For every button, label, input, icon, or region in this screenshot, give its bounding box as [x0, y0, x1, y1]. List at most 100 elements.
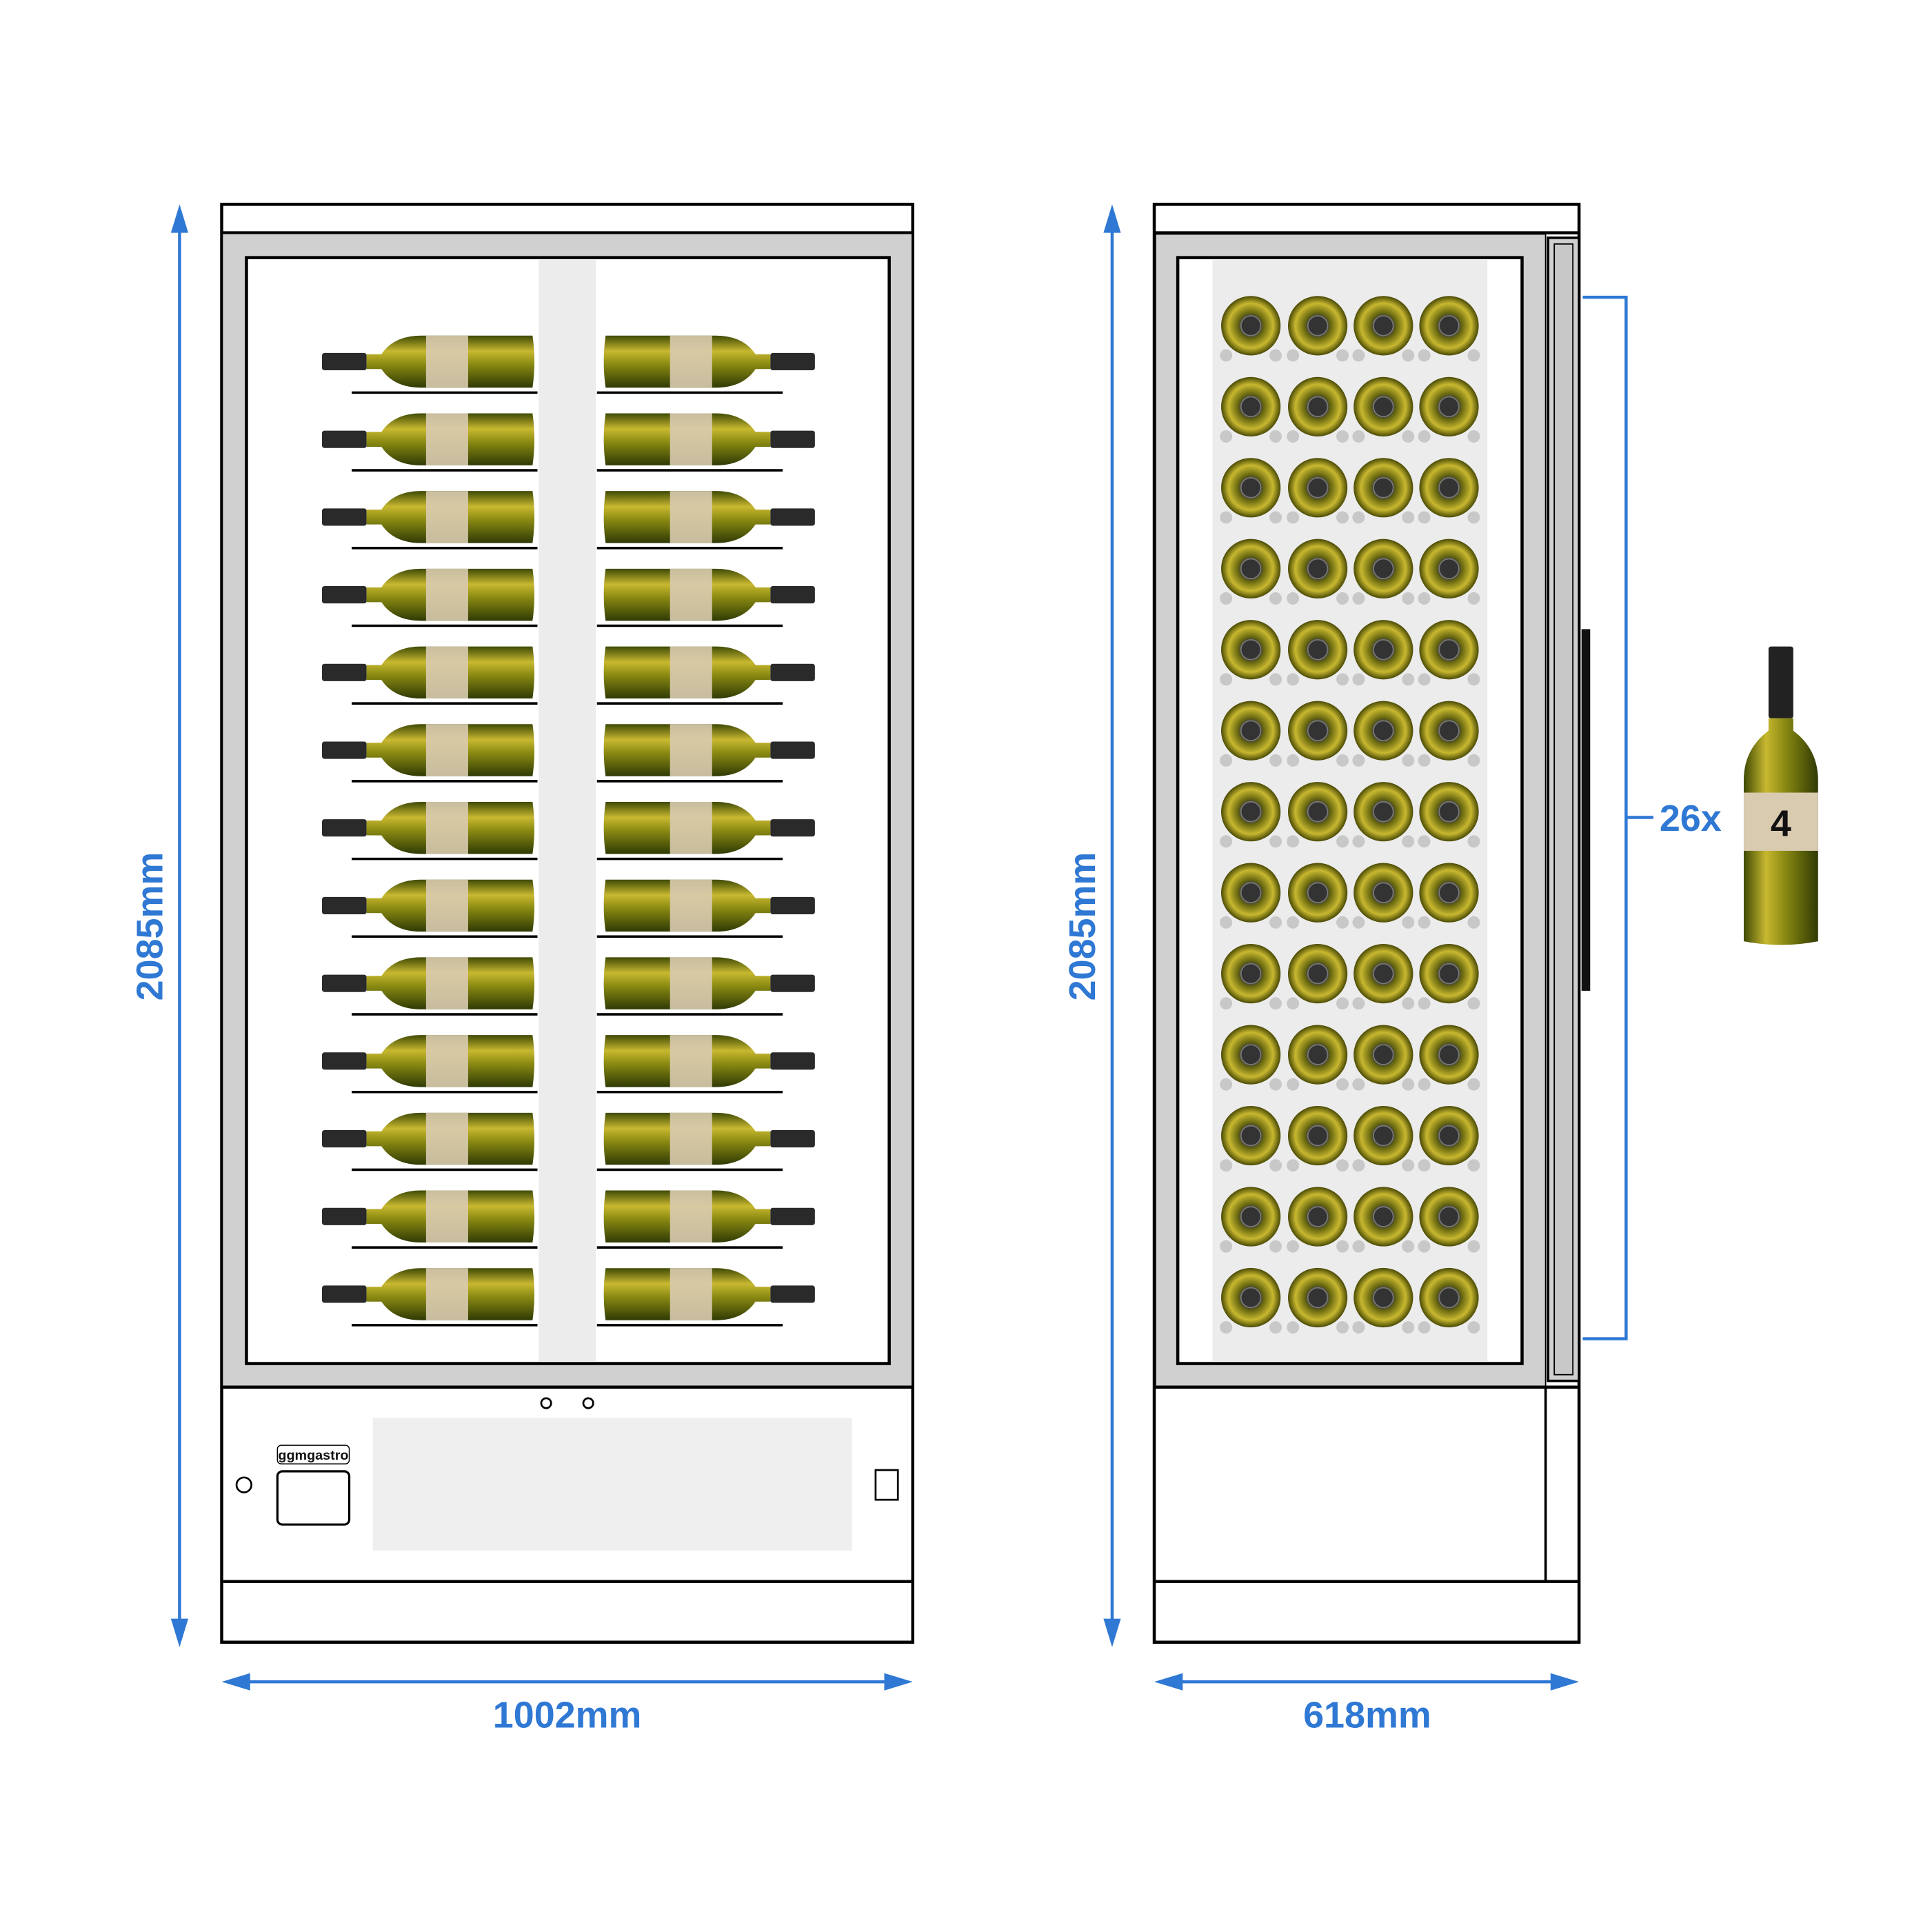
bottle-base	[1287, 1187, 1349, 1253]
bottle-base	[1418, 1105, 1480, 1172]
wine-bottle	[322, 724, 535, 776]
wine-bottle-icon: 4	[1743, 646, 1818, 945]
front-height-dimension: 2085mm	[129, 204, 189, 1647]
wine-bottle	[603, 335, 815, 388]
wine-bottle	[322, 1112, 535, 1165]
bottle-base	[1418, 863, 1480, 929]
bottle-base	[1287, 539, 1349, 605]
wine-bottle	[322, 957, 535, 1009]
bottle-base	[1352, 620, 1415, 686]
front-view: ggmgastro	[220, 203, 915, 1644]
bottle-base	[1287, 458, 1349, 524]
front-width-dimension: 1002mm	[221, 1673, 913, 1736]
wine-bottle	[603, 879, 815, 932]
wine-bottle	[322, 568, 535, 621]
wine-bottle	[603, 1190, 815, 1242]
capacity-bracket: 26x	[1582, 295, 1722, 1340]
wine-bottle	[322, 1268, 535, 1320]
lock-icon[interactable]	[235, 1476, 252, 1493]
bottle-base	[1352, 376, 1415, 443]
bottle-base	[1220, 620, 1282, 686]
bottle-base	[1418, 1187, 1480, 1253]
bottle-base	[1418, 296, 1480, 362]
bottle-base	[1352, 701, 1415, 767]
bottle-base	[1352, 539, 1415, 605]
bottle-base	[1287, 1025, 1349, 1091]
side-height-dimension: 2085mm	[1062, 204, 1121, 1647]
bottle-base	[1352, 863, 1415, 929]
wine-bottle	[603, 1112, 815, 1165]
wine-bottle	[603, 568, 815, 621]
arrow-down-icon	[1103, 1618, 1121, 1647]
power-switch[interactable]	[874, 1469, 899, 1501]
center-divider	[539, 260, 596, 1361]
brand-logo: ggmgastro	[278, 1448, 348, 1463]
indicator-light	[540, 1397, 552, 1409]
width-label: 1002mm	[493, 1695, 642, 1736]
bottle-base	[1352, 1105, 1415, 1172]
bottle-base	[1418, 944, 1480, 1010]
bottle-base	[1287, 1267, 1349, 1334]
wine-bottle	[322, 646, 535, 699]
arrow-right-icon	[884, 1673, 913, 1691]
bottle-base	[1287, 782, 1349, 848]
bottle-base	[1418, 1025, 1480, 1091]
wine-bottle	[322, 1190, 535, 1242]
control-panel-grille	[372, 1418, 852, 1551]
wine-bottle	[322, 1035, 535, 1087]
bottle-base	[1418, 782, 1480, 848]
arrow-down-icon	[170, 1618, 189, 1647]
wine-bottle	[322, 335, 535, 388]
bottle-base	[1220, 782, 1282, 848]
door-handle[interactable]	[1581, 629, 1591, 991]
bottle-base	[1352, 944, 1415, 1010]
wine-bottle	[603, 1035, 815, 1087]
arrow-right-icon	[1550, 1673, 1580, 1691]
wine-bottle	[603, 957, 815, 1009]
wine-bottle	[322, 879, 535, 932]
wine-bottle	[322, 802, 535, 854]
bottle-base	[1352, 782, 1415, 848]
bottle-base	[1220, 539, 1282, 605]
bottle-base	[1220, 944, 1282, 1010]
bottle-base	[1352, 1267, 1415, 1334]
bottle-base	[1287, 944, 1349, 1010]
capacity-count: 26x	[1660, 798, 1722, 839]
bottle-base	[1220, 1267, 1282, 1334]
indicator-light	[582, 1397, 594, 1409]
arrow-up-icon	[170, 204, 189, 233]
side-view	[1152, 203, 1591, 1644]
bottle-base	[1352, 1025, 1415, 1091]
height-label: 2085mm	[129, 852, 170, 1001]
control-display[interactable]	[276, 1470, 351, 1526]
arrow-left-icon	[221, 1673, 250, 1691]
bottle-base	[1220, 1187, 1282, 1253]
bottle-base	[1352, 458, 1415, 524]
bottle-base	[1220, 863, 1282, 929]
brand-logo-plate	[276, 1445, 350, 1465]
bottle-base	[1220, 1025, 1282, 1091]
bottle-base	[1287, 863, 1349, 929]
bottle-base	[1220, 458, 1282, 524]
bottle-base	[1287, 296, 1349, 362]
bottle-base	[1220, 376, 1282, 443]
wine-bottle	[603, 1268, 815, 1320]
bottle-base	[1220, 296, 1282, 362]
wine-bottle	[322, 413, 535, 465]
bottle-base	[1352, 296, 1415, 362]
depth-label: 618mm	[1303, 1695, 1431, 1736]
wine-bottle	[603, 413, 815, 465]
wine-bottle	[603, 491, 815, 543]
bottle-base	[1418, 701, 1480, 767]
bottle-base	[1287, 376, 1349, 443]
side-bottle-grid	[1220, 296, 1480, 1334]
side-height-label: 2085mm	[1062, 852, 1103, 1001]
bottle-base	[1220, 701, 1282, 767]
wine-bottle	[603, 802, 815, 854]
front-bottle-racks	[322, 335, 815, 1327]
bottle-base	[1220, 1105, 1282, 1172]
wine-bottle	[603, 724, 815, 776]
wine-bottle	[603, 646, 815, 699]
bottle-base	[1418, 376, 1480, 443]
